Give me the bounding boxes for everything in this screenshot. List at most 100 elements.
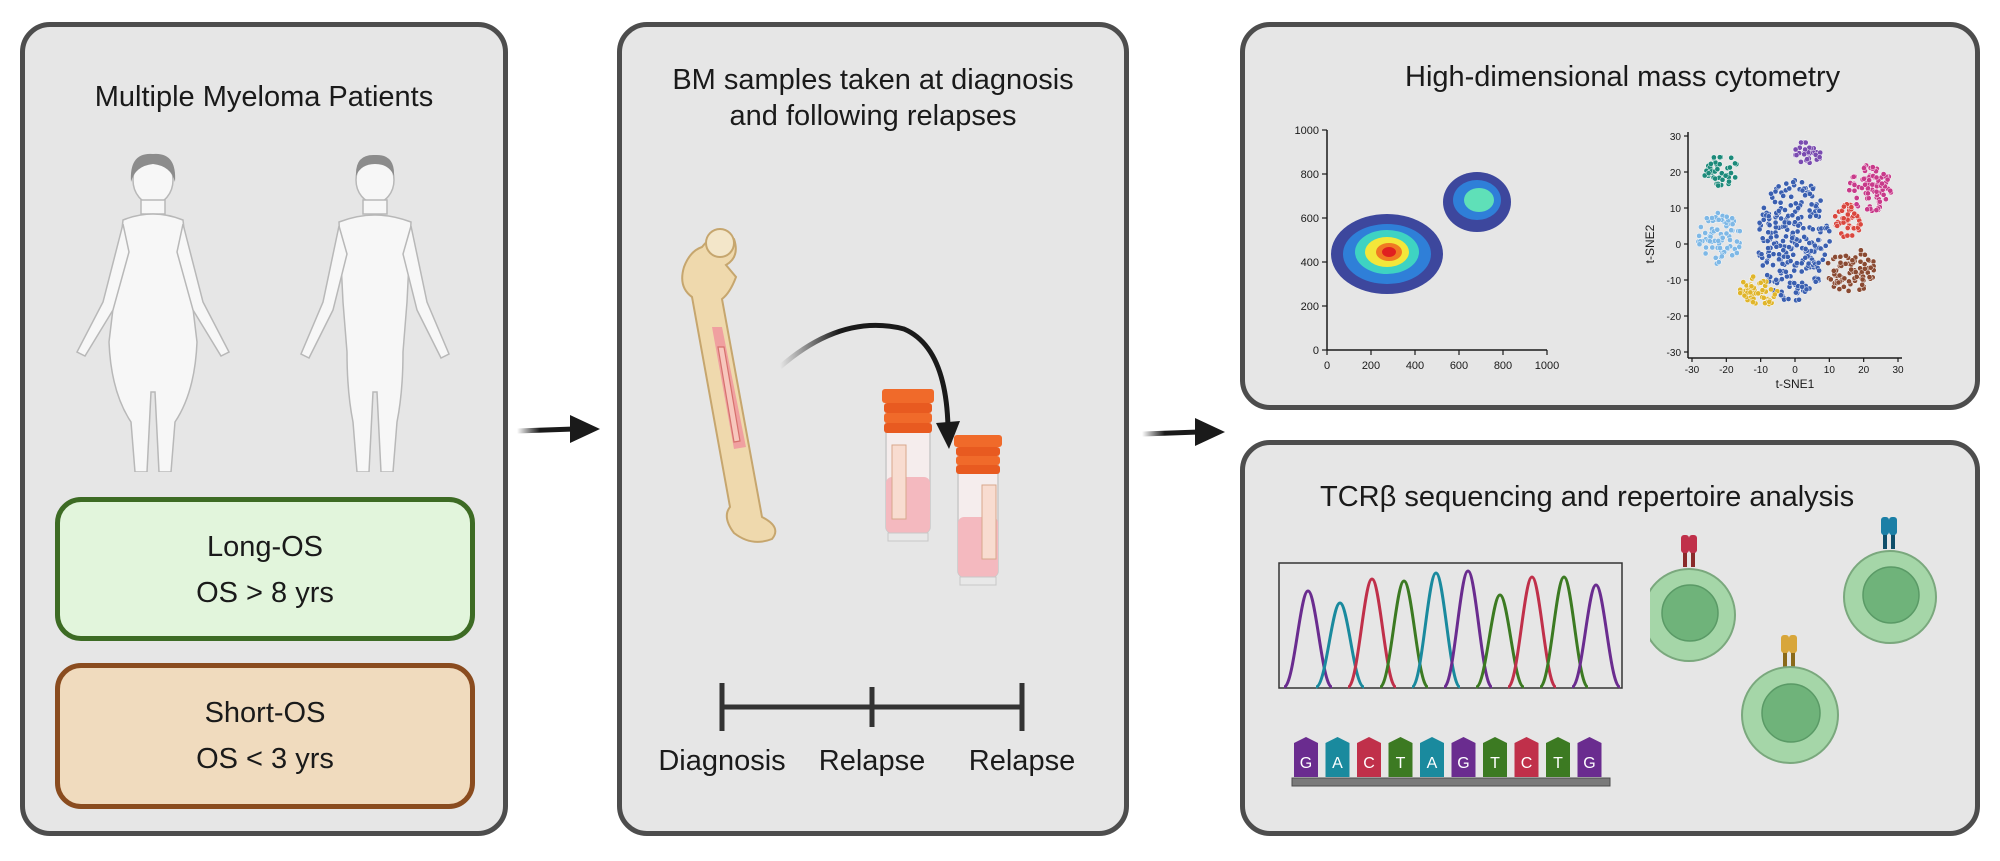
short-os-label: Short-OS bbox=[204, 697, 326, 729]
density-y-tick-label: 600 bbox=[1301, 213, 1319, 225]
tsne-y-tick-label: 0 bbox=[1675, 240, 1681, 251]
male-hair-icon bbox=[355, 154, 395, 176]
female-hair-icon bbox=[130, 153, 176, 182]
tsne-x-tick-label: 30 bbox=[1892, 365, 1904, 376]
short-os-criterion: OS < 3 yrs bbox=[196, 743, 334, 775]
t-cell-3-icon bbox=[1741, 635, 1839, 764]
tsne-x-tick-label: 10 bbox=[1824, 365, 1836, 376]
chromatogram-peak-G bbox=[1282, 589, 1334, 689]
arrow-head-icon bbox=[570, 415, 600, 443]
t-cell-illustrations bbox=[1650, 517, 1937, 764]
t-cell-1-icon bbox=[1650, 535, 1736, 662]
base-letter: T bbox=[1553, 755, 1563, 772]
base-tile-A: A bbox=[1325, 737, 1350, 777]
tsne-y-tick-label: 10 bbox=[1670, 204, 1682, 215]
density-cluster-2 bbox=[1443, 172, 1511, 232]
flow-arrow-1 bbox=[516, 415, 600, 443]
timeline-label-relapse-2: Relapse bbox=[968, 745, 1076, 777]
tsne-x-tick-label: 20 bbox=[1858, 365, 1870, 376]
base-letter: T bbox=[1490, 755, 1500, 772]
long-os-label: Long-OS bbox=[206, 531, 324, 563]
tsne-y-tick-label: -10 bbox=[1667, 276, 1682, 287]
tsne-cluster-4 bbox=[1695, 210, 1743, 267]
tsne-y-tick-label: 20 bbox=[1670, 168, 1682, 179]
female-figure-icon bbox=[75, 155, 231, 472]
tsne-cluster-5 bbox=[1846, 162, 1894, 214]
density-y-tick-label: 800 bbox=[1301, 169, 1319, 181]
patient-figures bbox=[75, 153, 450, 472]
samples-panel: BM samples taken at diagnosis and follow… bbox=[617, 22, 1129, 836]
samples-panel-title-line1: BM samples taken at diagnosis bbox=[672, 64, 1074, 96]
base-letter: G bbox=[1300, 755, 1312, 772]
tsne-cluster-7 bbox=[1825, 247, 1877, 294]
tsne-x-tick-label: -30 bbox=[1685, 365, 1700, 376]
base-tile-G: G bbox=[1577, 737, 1602, 777]
base-tile-G: G bbox=[1294, 737, 1318, 777]
chromatogram-peak-T bbox=[1538, 575, 1590, 689]
base-letter: A bbox=[1332, 755, 1343, 772]
chromatogram-peak-T bbox=[1378, 579, 1430, 689]
cytometry-panel-title: High-dimensional mass cytometry bbox=[1405, 61, 1841, 93]
base-letter: A bbox=[1427, 755, 1438, 772]
tsne-clusters bbox=[1695, 139, 1894, 307]
sequence-baseline bbox=[1291, 777, 1611, 787]
density-x-tick-label: 600 bbox=[1450, 360, 1468, 372]
t-cell-2-icon bbox=[1843, 517, 1937, 644]
tsne-cluster-8 bbox=[1737, 273, 1781, 307]
base-tile-A: A bbox=[1420, 737, 1444, 777]
sampling-timeline bbox=[719, 683, 1025, 731]
chromatogram-peak-C bbox=[1346, 577, 1398, 689]
transfer-arrow bbox=[778, 322, 951, 428]
density-x-tick-label: 0 bbox=[1324, 360, 1330, 372]
tcr-panel-title: TCRβ sequencing and repertoire analysis bbox=[1320, 481, 1855, 513]
base-tile-C: C bbox=[1357, 737, 1381, 777]
long-os-criterion: OS > 8 yrs bbox=[196, 577, 334, 609]
chromatogram-peak-G bbox=[1570, 583, 1622, 689]
density-y-ticks: 0 200 400 600 800 1000 bbox=[1295, 125, 1327, 357]
sample-tube-2-icon bbox=[954, 435, 1002, 586]
base-tile-T: T bbox=[1388, 737, 1413, 777]
tsne-cluster-3 bbox=[1756, 177, 1833, 304]
chromatogram-peak-C bbox=[1506, 575, 1558, 689]
tsne-x-tick-label: 0 bbox=[1792, 365, 1798, 376]
tsne-cluster-1 bbox=[1701, 154, 1740, 189]
tsne-ylabel: t-SNE2 bbox=[1643, 224, 1657, 263]
arrow-head-icon bbox=[1195, 418, 1225, 446]
density-axes bbox=[1326, 130, 1547, 351]
density-x-tick-label: 200 bbox=[1362, 360, 1380, 372]
timeline-label-diagnosis: Diagnosis bbox=[658, 745, 786, 777]
chromatogram-peak-T bbox=[1474, 593, 1526, 689]
timeline-label-relapse-1: Relapse bbox=[818, 745, 926, 777]
base-tile-C: C bbox=[1514, 737, 1539, 777]
patients-panel: Multiple Myeloma Patients Long-OS OS > 8… bbox=[20, 22, 508, 836]
density-y-tick-label: 400 bbox=[1301, 257, 1319, 269]
density-y-tick-label: 0 bbox=[1313, 345, 1319, 357]
femur-bone-icon bbox=[681, 228, 777, 543]
base-tile-T: T bbox=[1546, 737, 1570, 777]
patients-panel-title: Multiple Myeloma Patients bbox=[94, 81, 434, 113]
density-y-tick-label: 200 bbox=[1301, 301, 1319, 313]
sample-tube-1-icon bbox=[882, 389, 934, 542]
chromatogram-peak-A bbox=[1315, 601, 1365, 689]
chromatogram-peak-A bbox=[1410, 571, 1462, 689]
tsne-x-tick-label: -10 bbox=[1753, 365, 1768, 376]
base-tile-T: T bbox=[1483, 737, 1507, 777]
tcr-panel: TCRβ sequencing and repertoire analysis … bbox=[1240, 440, 1980, 836]
chromatogram bbox=[1278, 562, 1623, 689]
density-y-tick-label: 1000 bbox=[1295, 125, 1319, 137]
tsne-y-tick-label: -20 bbox=[1667, 312, 1682, 323]
samples-panel-title-line2: and following relapses bbox=[729, 100, 1017, 132]
base-letter: C bbox=[1363, 755, 1375, 772]
density-cluster-1 bbox=[1331, 214, 1443, 294]
density-plot: 0 200 400 600 800 1000 0 200 400 600 800 1000 bbox=[1295, 125, 1560, 372]
base-letter: G bbox=[1583, 755, 1595, 772]
density-x-tick-label: 800 bbox=[1494, 360, 1512, 372]
tsne-cluster-2 bbox=[1792, 139, 1824, 166]
tsne-y-tick-label: -30 bbox=[1667, 348, 1682, 359]
flow-arrow-2 bbox=[1141, 418, 1225, 446]
